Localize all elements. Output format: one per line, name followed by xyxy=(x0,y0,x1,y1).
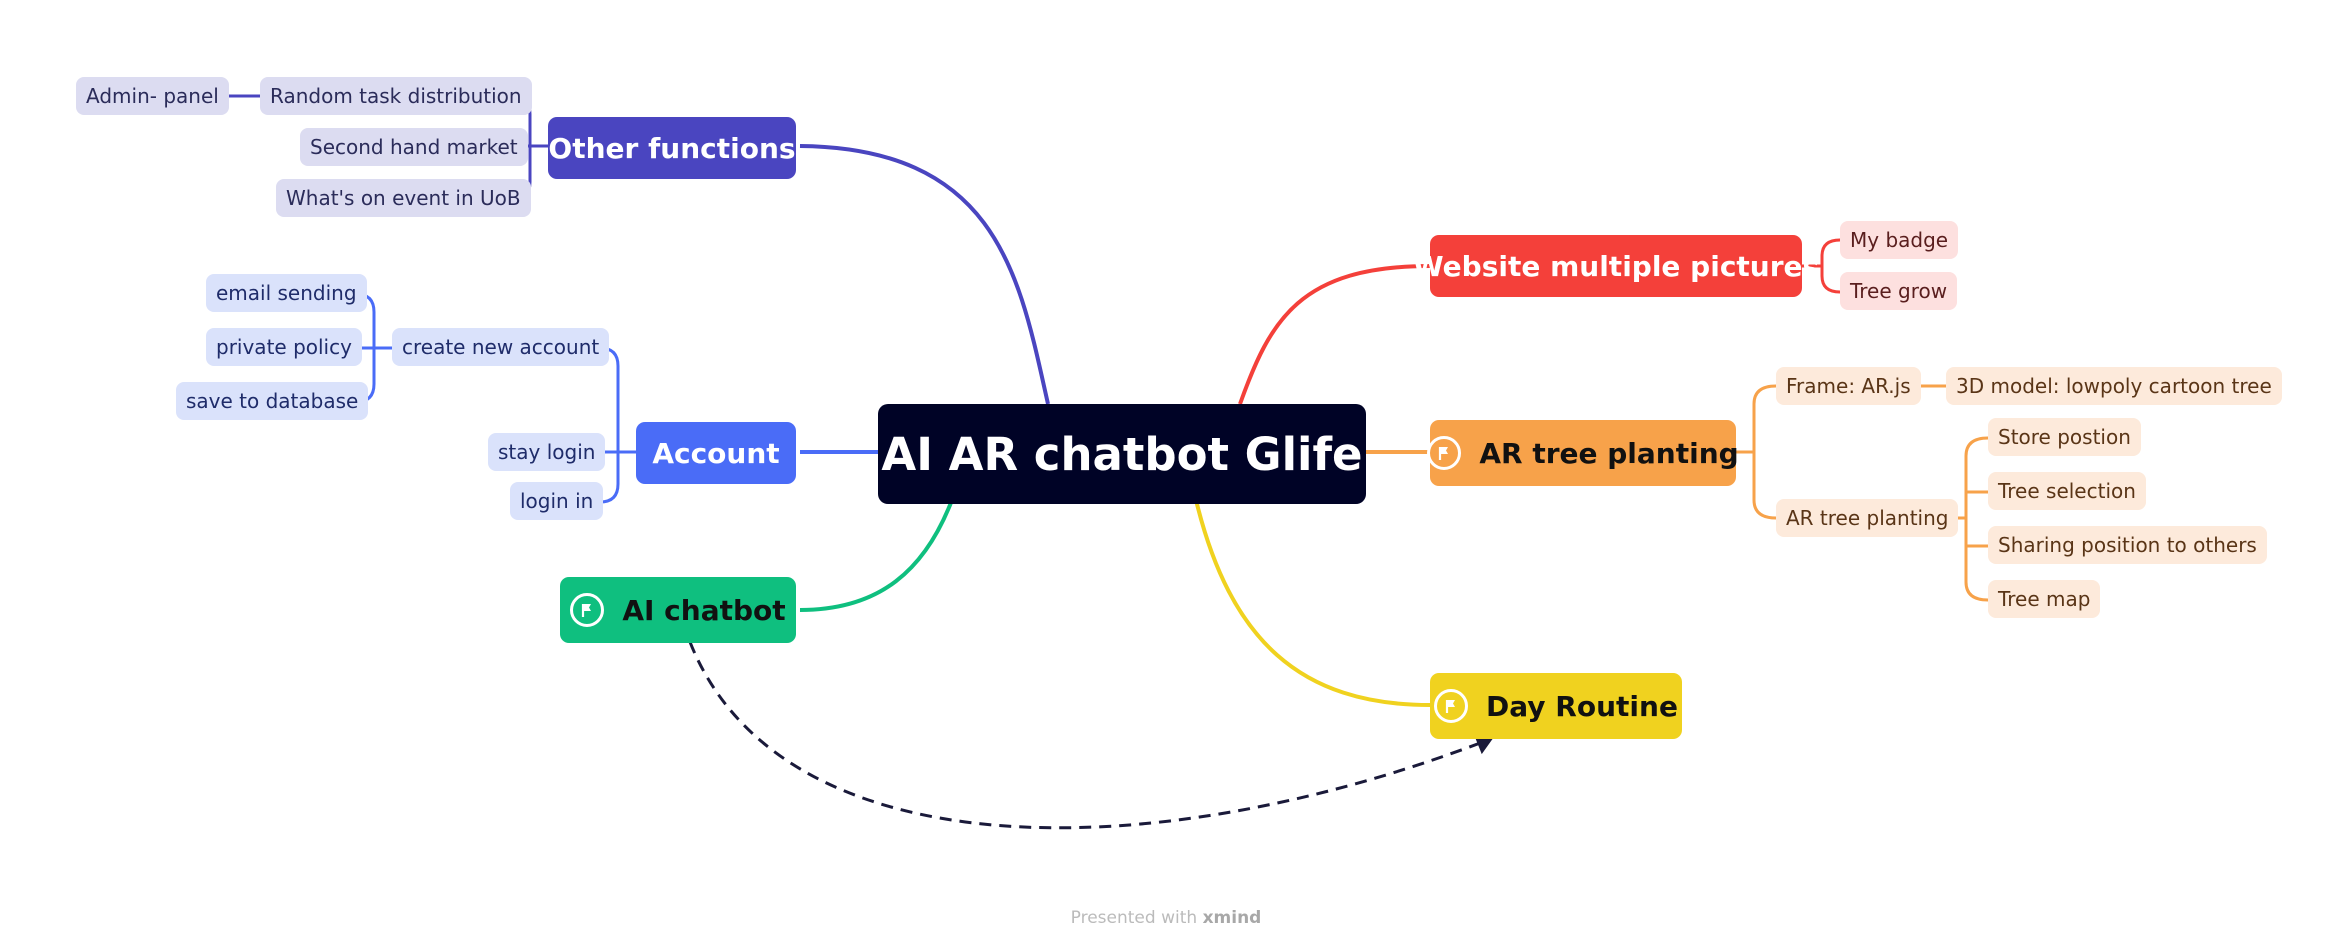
subtopic-ar-tree-planting[interactable]: AR tree planting xyxy=(1776,499,1959,537)
root-topic[interactable]: AI AR chatbot Glife xyxy=(878,404,1366,504)
link-root-website xyxy=(1238,264,1431,405)
topic-ar-tree-planting[interactable]: AR tree planting xyxy=(1427,420,1739,486)
topic-ai-chatbot-label: AI chatbot xyxy=(622,593,786,627)
subtopic-my-badge[interactable]: My badge xyxy=(1840,221,1959,259)
topic-day-routine-label: Day Routine xyxy=(1486,689,1678,723)
subtopic-sharing-position[interactable]: Sharing position to others xyxy=(1988,526,2267,564)
subtopic-frame-arjs[interactable]: Frame: AR.js xyxy=(1776,367,1921,405)
link-ar-tree-children xyxy=(1736,384,1777,520)
subtopic-email-sending[interactable]: email sending xyxy=(206,274,367,312)
subtopic-admin-panel[interactable]: Admin- panel xyxy=(76,77,229,115)
topic-account[interactable]: Account xyxy=(636,422,796,484)
flag-icon xyxy=(570,593,605,627)
presented-with-footer: Presented with xmind xyxy=(0,908,2332,928)
link-website-children xyxy=(1802,238,1841,294)
subtopic-second-hand-market[interactable]: Second hand market xyxy=(300,128,528,166)
topic-account-label: Account xyxy=(652,436,780,470)
topic-website-multiple-pictures[interactable]: Website multiple pictures xyxy=(1413,235,1819,297)
relationship-ai-chatbot-day-routine xyxy=(688,641,1489,830)
subtopic-whats-on[interactable]: What's on event in UoB xyxy=(276,179,531,217)
link-root-ai-chatbot xyxy=(799,499,954,612)
subtopic-tree-grow[interactable]: Tree grow xyxy=(1840,272,1958,310)
subtopic-3d-model[interactable]: 3D model: lowpoly cartoon tree xyxy=(1946,367,2282,405)
subtopic-tree-selection[interactable]: Tree selection xyxy=(1988,472,2146,510)
subtopic-login-in[interactable]: login in xyxy=(510,482,604,520)
flag-icon xyxy=(1434,689,1469,723)
subtopic-create-new-account[interactable]: create new account xyxy=(392,328,610,366)
topic-other-functions-label: Other functions xyxy=(548,131,796,165)
link-account-children xyxy=(598,346,638,504)
subtopic-tree-map[interactable]: Tree map xyxy=(1988,580,2101,618)
topic-website-label: Website multiple pictures xyxy=(1412,249,1820,283)
xmind-logo-text: xmind xyxy=(1202,908,1262,928)
flag-icon xyxy=(1427,436,1462,470)
topic-ai-chatbot[interactable]: AI chatbot xyxy=(560,577,796,643)
link-root-day-routine xyxy=(1194,499,1431,707)
link-root-other-functions xyxy=(799,144,1050,405)
subtopic-save-to-database[interactable]: save to database xyxy=(176,382,369,420)
topic-other-functions[interactable]: Other functions xyxy=(548,117,796,179)
subtopic-random-task[interactable]: Random task distribution xyxy=(260,77,532,115)
subtopic-store-position[interactable]: Store postion xyxy=(1988,418,2141,456)
footer-prefix: Presented with xyxy=(1070,908,1198,928)
relationship-arrowhead xyxy=(1474,735,1494,755)
topic-day-routine[interactable]: Day Routine xyxy=(1430,673,1682,739)
subtopic-stay-login[interactable]: stay login xyxy=(488,433,606,471)
topic-ar-tree-label: AR tree planting xyxy=(1479,436,1739,470)
subtopic-private-policy[interactable]: private policy xyxy=(206,328,362,366)
